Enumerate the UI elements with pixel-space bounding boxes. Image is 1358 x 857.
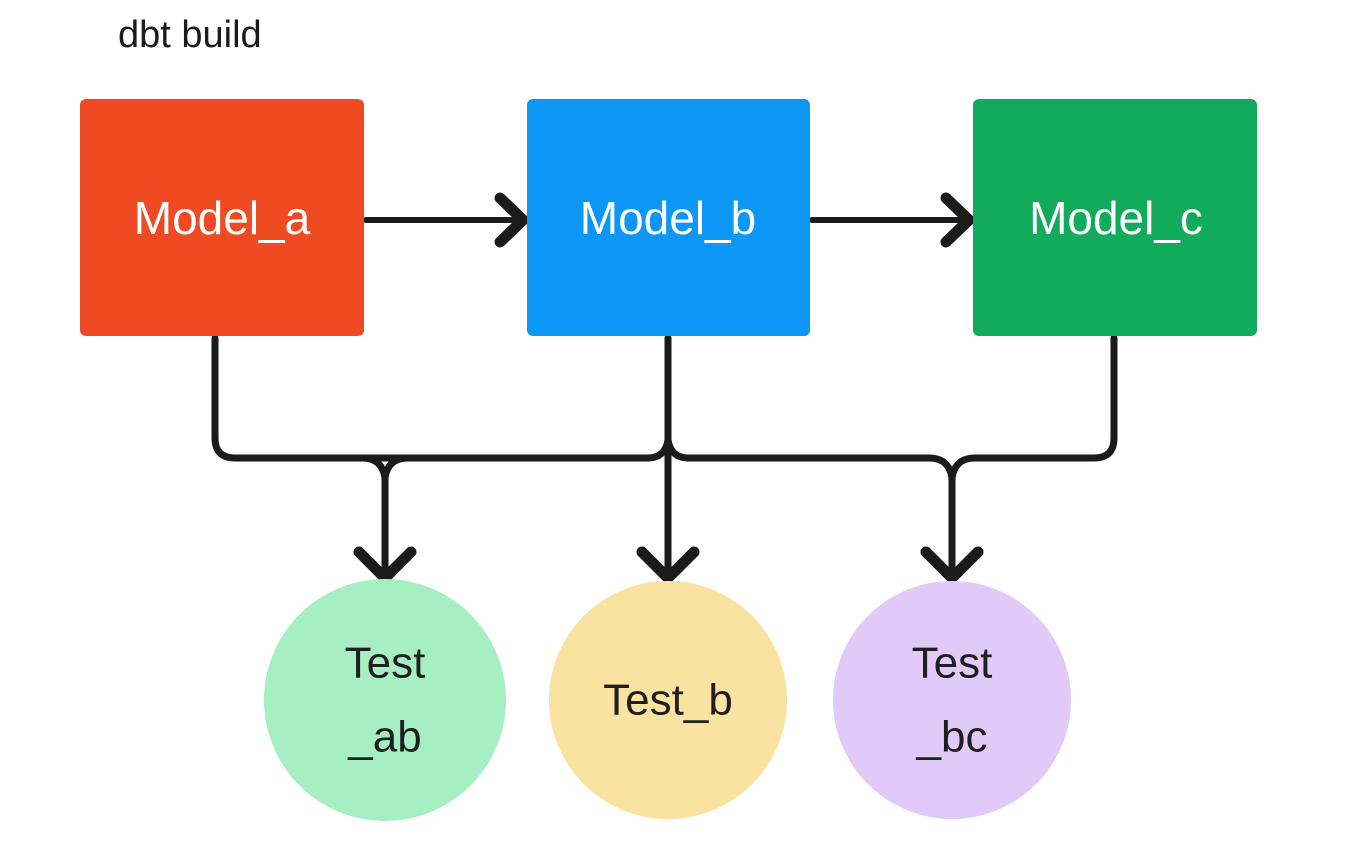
node-model-c[interactable]: Model_c bbox=[973, 99, 1257, 336]
node-test-bc[interactable]: Test _bc bbox=[833, 581, 1071, 819]
node-shape-circle[interactable] bbox=[264, 579, 506, 821]
arrowhead-icon bbox=[940, 192, 975, 248]
node-model-b[interactable]: Model_b bbox=[527, 99, 810, 336]
edge-model-c-to-test-bus bbox=[971, 334, 1118, 462]
edge-tee bbox=[925, 454, 956, 482]
edge-model-b-to-model-c bbox=[809, 192, 975, 248]
arrowhead-icon bbox=[920, 546, 984, 584]
edge-layer bbox=[211, 192, 1118, 584]
node-shape-circle[interactable] bbox=[833, 581, 1071, 819]
node-shape-rectangle[interactable] bbox=[527, 99, 810, 336]
node-label-line-1: Test bbox=[345, 639, 426, 688]
node-label-line-1: Test_b bbox=[603, 676, 733, 725]
arrowhead-icon bbox=[636, 546, 700, 584]
edge-test-bus-to-test-bc bbox=[920, 454, 984, 584]
diagram-title: dbt build bbox=[118, 14, 262, 56]
node-label: Model_a bbox=[134, 192, 311, 244]
edge-tee bbox=[381, 454, 412, 482]
node-label-line-2: _ab bbox=[347, 713, 421, 762]
node-label-line-2: _bc bbox=[916, 713, 988, 762]
node-test-b[interactable]: Test_b bbox=[549, 581, 787, 819]
node-test-ab[interactable]: Test _ab bbox=[264, 579, 506, 821]
node-model-a[interactable]: Model_a bbox=[80, 99, 364, 336]
node-label: Model_c bbox=[1029, 192, 1203, 244]
node-label: Model_b bbox=[580, 192, 756, 244]
edge-model-a-to-model-b bbox=[363, 192, 529, 248]
node-shape-rectangle[interactable] bbox=[80, 99, 364, 336]
arrowhead-icon bbox=[494, 192, 529, 248]
edge-model-b-to-test-b bbox=[636, 334, 700, 584]
test-nodes: Test _ab Test_b Test _bc bbox=[264, 579, 1071, 821]
edge-tee-right bbox=[664, 436, 692, 462]
node-label-line-1: Test bbox=[912, 639, 993, 688]
node-shape-circle[interactable] bbox=[549, 581, 787, 819]
edge-model-a-to-test-bus bbox=[211, 334, 366, 462]
model-nodes: Model_a Model_b Model_c bbox=[80, 99, 1257, 336]
edge-test-bus-to-test-ab bbox=[353, 454, 417, 584]
node-shape-rectangle[interactable] bbox=[973, 99, 1257, 336]
arrowhead-icon bbox=[353, 546, 417, 584]
